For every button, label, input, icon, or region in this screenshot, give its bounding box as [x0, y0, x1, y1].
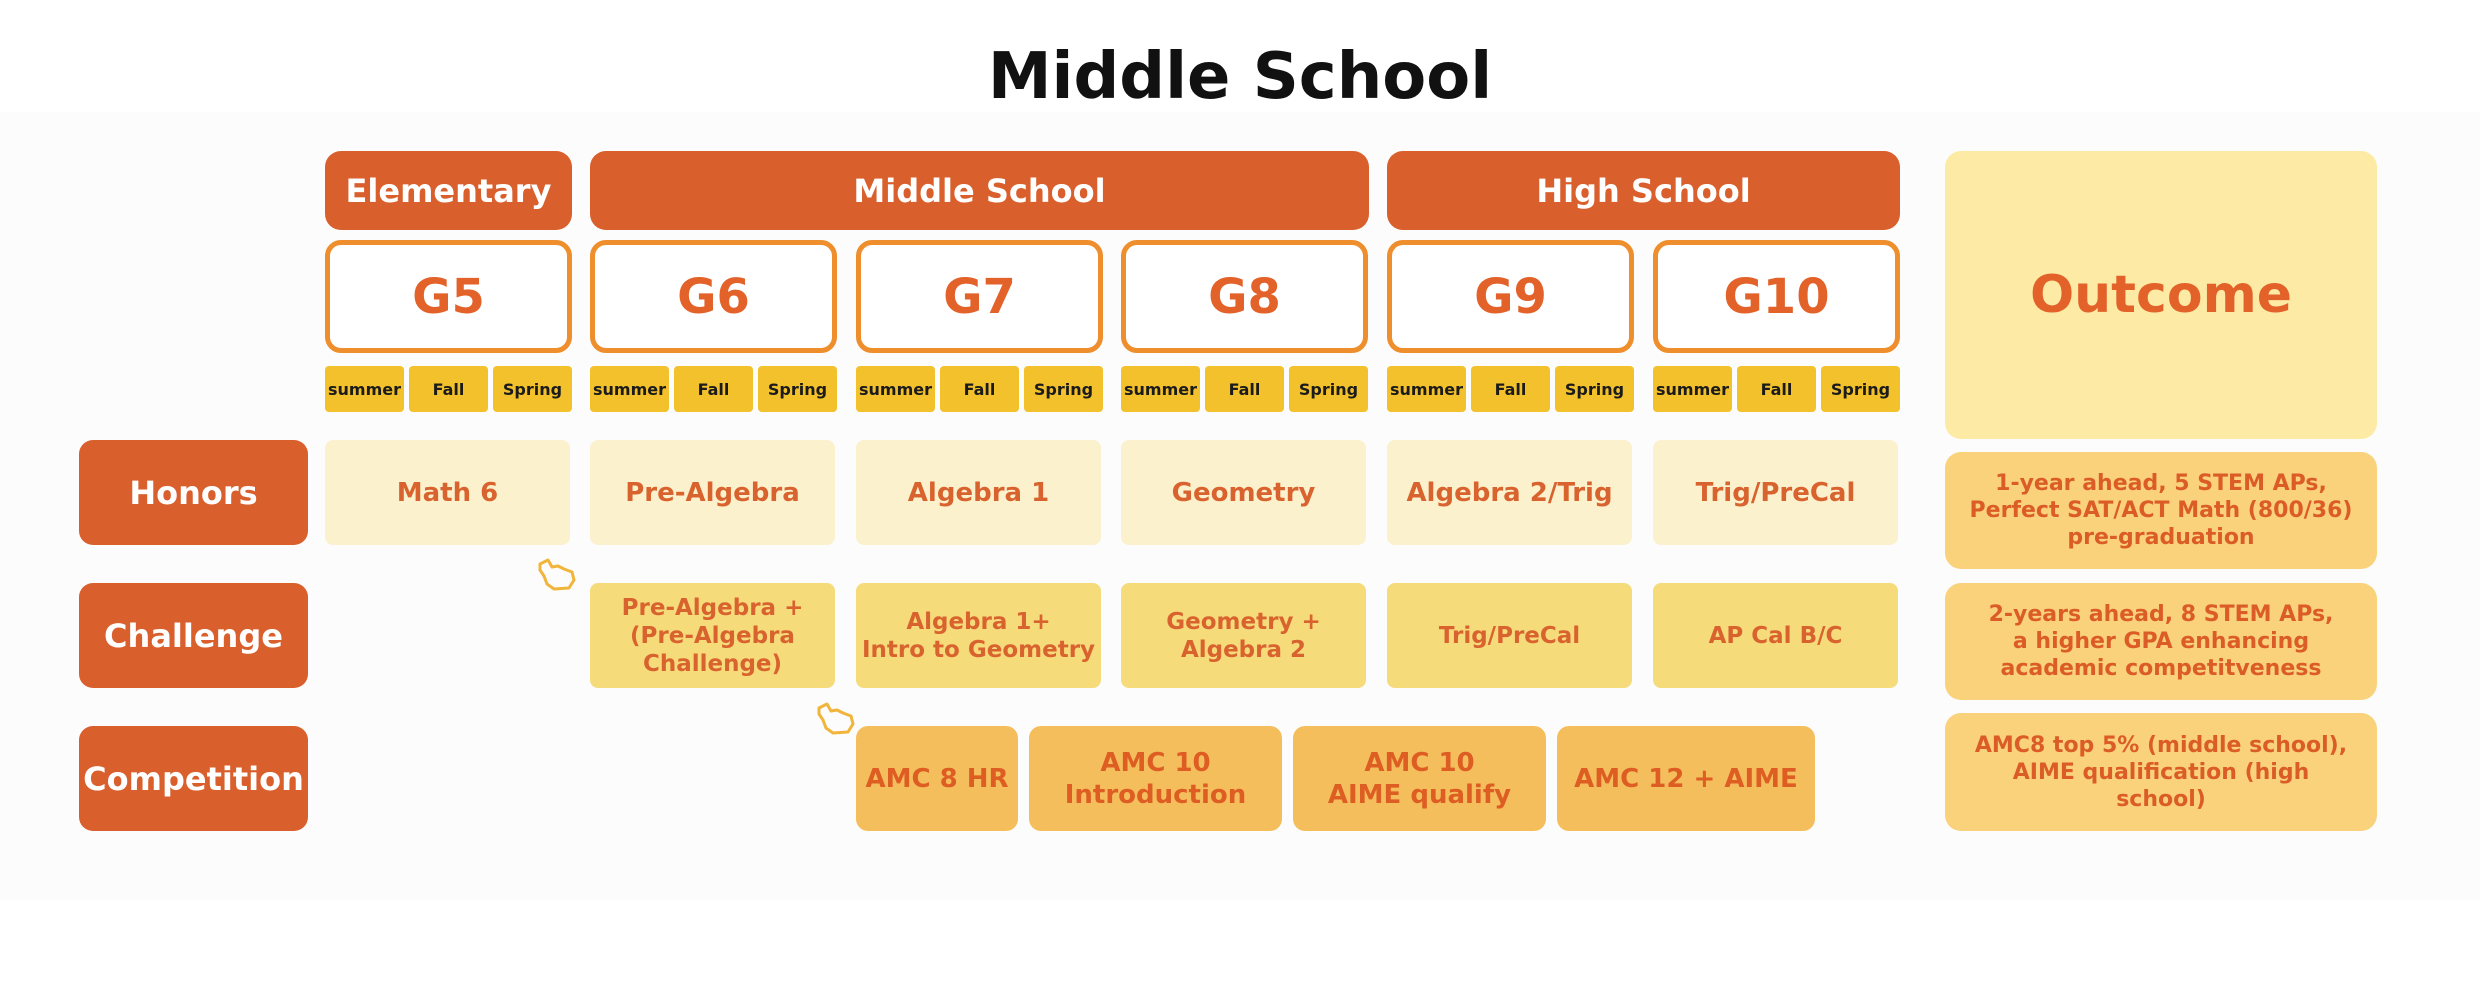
page-title: Middle School — [987, 40, 1493, 114]
phase-middle-school: Middle School — [590, 151, 1369, 230]
term-summer: summer — [1387, 366, 1466, 412]
outcome-competition: AMC8 top 5% (middle school), AIME qualif… — [1945, 713, 2377, 831]
term-summer: summer — [856, 366, 935, 412]
outcome-honors: 1-year ahead, 5 STEM APs, Perfect SAT/AC… — [1945, 452, 2377, 569]
term-fall: Fall — [1737, 366, 1816, 412]
competition-cell-amc10-aime: AMC 10 AIME qualify — [1293, 726, 1546, 831]
grade-g5: G5 — [325, 240, 572, 353]
honors-cell-g6: Pre-Algebra — [590, 440, 835, 545]
hand-pointer-icon — [817, 702, 855, 735]
term-fall: Fall — [1471, 366, 1550, 412]
honors-cell-g8: Geometry — [1121, 440, 1366, 545]
row-label-competition: Competition — [79, 726, 308, 831]
term-fall: Fall — [409, 366, 488, 412]
grade-g6: G6 — [590, 240, 837, 353]
grade-g10: G10 — [1653, 240, 1900, 353]
term-fall: Fall — [674, 366, 753, 412]
term-spring: Spring — [1821, 366, 1900, 412]
challenge-cell-g7: Algebra 1+ Intro to Geometry — [856, 583, 1101, 688]
phase-elementary: Elementary — [325, 151, 572, 230]
term-summer: summer — [590, 366, 669, 412]
outcome-challenge: 2-years ahead, 8 STEM APs, a higher GPA … — [1945, 583, 2377, 700]
grade-g9: G9 — [1387, 240, 1634, 353]
hand-pointer-icon — [538, 558, 576, 591]
outcome-header: Outcome — [1945, 151, 2377, 439]
honors-cell-g9: Algebra 2/Trig — [1387, 440, 1632, 545]
term-spring: Spring — [1555, 366, 1634, 412]
term-spring: Spring — [1024, 366, 1103, 412]
row-label-honors: Honors — [79, 440, 308, 545]
phase-high-school: High School — [1387, 151, 1900, 230]
term-fall: Fall — [940, 366, 1019, 412]
row-label-challenge: Challenge — [79, 583, 308, 688]
term-summer: summer — [1121, 366, 1200, 412]
honors-cell-g5: Math 6 — [325, 440, 570, 545]
grade-g8: G8 — [1121, 240, 1368, 353]
term-summer: summer — [1653, 366, 1732, 412]
term-spring: Spring — [758, 366, 837, 412]
term-fall: Fall — [1205, 366, 1284, 412]
competition-cell-amc10-intro: AMC 10 Introduction — [1029, 726, 1282, 831]
honors-cell-g10: Trig/PreCal — [1653, 440, 1898, 545]
challenge-cell-g9: Trig/PreCal — [1387, 583, 1632, 688]
term-summer: summer — [325, 366, 404, 412]
honors-cell-g7: Algebra 1 — [856, 440, 1101, 545]
challenge-cell-g10: AP Cal B/C — [1653, 583, 1898, 688]
competition-cell-amc12-aime: AMC 12 + AIME — [1557, 726, 1815, 831]
competition-cell-amc8: AMC 8 HR — [856, 726, 1018, 831]
challenge-cell-g6: Pre-Algebra + (Pre-Algebra Challenge) — [590, 583, 835, 688]
term-spring: Spring — [1289, 366, 1368, 412]
grade-g7: G7 — [856, 240, 1103, 353]
term-spring: Spring — [493, 366, 572, 412]
challenge-cell-g8: Geometry + Algebra 2 — [1121, 583, 1366, 688]
